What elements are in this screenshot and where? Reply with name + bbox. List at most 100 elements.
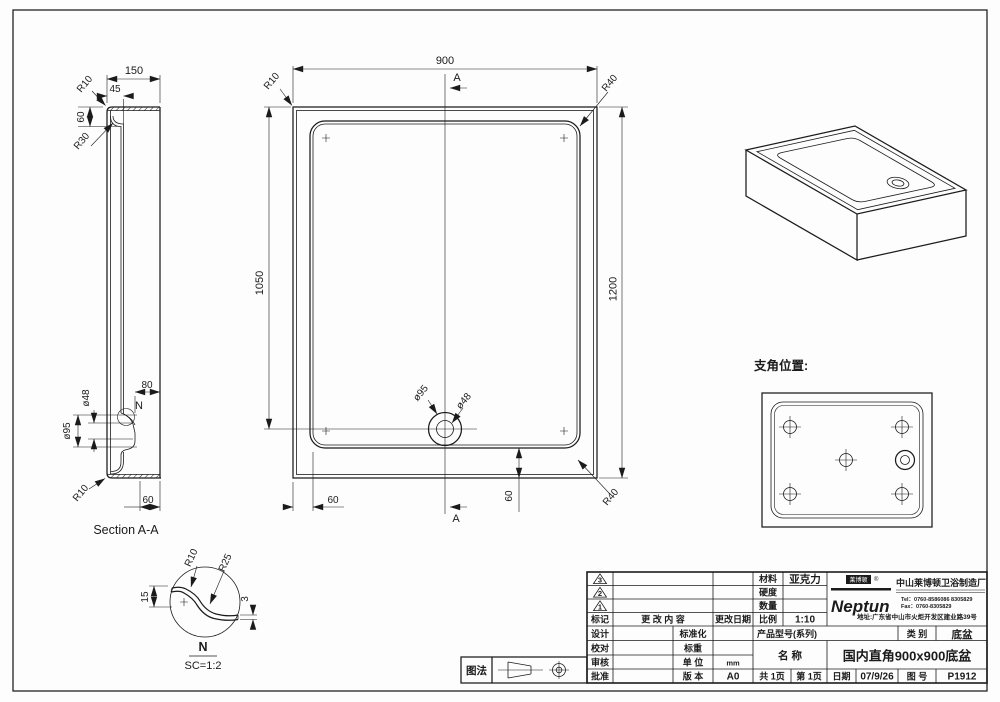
dim-r10-bottom: R10 [71, 483, 92, 504]
company-fax: Fax：0760-8305829 [901, 604, 951, 610]
detail-r25: R25 [217, 552, 235, 574]
support-basin-outer [770, 401, 924, 519]
category-value: 底盆 [952, 628, 973, 641]
company-name: 中山莱博顿卫浴制造厂 [896, 577, 986, 588]
section-floor-lower [110, 452, 124, 475]
section-a-top-label: A [453, 72, 461, 84]
iso-drain-inner [891, 179, 905, 187]
material-label: 材料 [758, 573, 777, 584]
dim-1050: 1050 [254, 271, 266, 295]
support-drain-outer [894, 449, 916, 471]
section-drain-recess2 [123, 413, 136, 426]
mark-label: 标记 [590, 614, 609, 625]
company-logo: Neptun [831, 597, 890, 616]
detail-dim-15: 15 [140, 591, 151, 603]
logo-reg-mark: ® [874, 576, 879, 583]
isometric-view [744, 125, 968, 262]
detail-label: N [198, 640, 207, 654]
version-label: 版 本 [682, 671, 705, 682]
approve-label: 批准 [591, 671, 609, 682]
weight-label: 标重 [683, 643, 702, 654]
scale-value: 1:10 [795, 615, 815, 626]
material-value: 亚克力 [789, 573, 821, 586]
detail-n-view: R10 R25 15 3 N SC=1:2 [140, 547, 257, 672]
drain-outer-circle [427, 411, 463, 447]
detail-curve-outer [171, 586, 239, 617]
projection-method-box: 图法 [460, 656, 588, 684]
standardization-label: 标准化 [678, 628, 706, 639]
support-position-view: 支角位置: [753, 358, 933, 528]
section-outer-profile [106, 106, 161, 479]
section-bottom-hatch [110, 474, 160, 478]
drawing-no-value: P1912 [948, 672, 977, 683]
support-drain-inner [900, 455, 910, 465]
section-view-label: Section A-A [93, 523, 159, 537]
change-date-label: 更改日期 [715, 614, 751, 625]
drawing-no-label: 图 号 [907, 672, 928, 682]
dim-r10-plan: R10 [262, 71, 283, 92]
company-tel: Tel：0760-8586086 8305829 [901, 597, 972, 603]
sheet-border [12, 9, 988, 692]
dim-60-right: 60 [504, 490, 515, 502]
title-block: 3 2 1 标记 更 改 内 容 更改日期 设计 校对 审核 批准 标准化 标重… [586, 571, 988, 684]
quantity-label: 数量 [759, 600, 777, 611]
change-content-label: 更 改 内 容 [641, 614, 685, 625]
plan-view: 900 A A 1050 1200 R10 R40 R40 60 60 [254, 55, 628, 525]
name-value: 国内直角900x900底盆 [843, 649, 973, 664]
proofread-label: 校对 [591, 643, 609, 654]
section-wall-outer [110, 115, 122, 413]
hardness-label: 硬度 [759, 587, 778, 598]
unit-label: 单 位 [683, 657, 704, 668]
logo-bar [831, 588, 891, 591]
support-feet-marks [779, 416, 913, 505]
detail-circle [169, 566, 241, 638]
detail-curve-inner [170, 590, 239, 621]
iso-side-faces [745, 150, 967, 262]
dim-80: 80 [141, 380, 153, 391]
version-value: A0 [727, 672, 740, 683]
unit-value: mm [726, 659, 740, 668]
corner-center-marks [322, 134, 568, 435]
dim-60-left: 60 [327, 495, 339, 506]
dim-dia48-plan: ø48 [454, 391, 474, 412]
iso-rim-inner [755, 129, 957, 211]
detail-dim-3: 3 [240, 596, 251, 602]
detail-n-circle-mark [117, 408, 135, 426]
dim-1200: 1200 [608, 277, 620, 301]
section-view: N 150 45 R10 60 R30 ø48 ø95 [62, 65, 161, 537]
first-angle-symbol [498, 661, 569, 679]
review-label: 审核 [591, 657, 609, 668]
detail-scale: SC=1:2 [185, 660, 222, 672]
dim-r40-top: R40 [600, 73, 621, 94]
logo-badge [846, 575, 871, 584]
iso-basin [777, 137, 935, 203]
rev-mark-1: 1 [598, 603, 602, 612]
design-label: 设计 [591, 628, 609, 639]
detail-r10: R10 [183, 547, 201, 569]
product-series-label: 产品型号(系列) [757, 628, 817, 639]
section-wall-inner [112, 115, 124, 414]
company-address: 地址:广东省中山市火炬开发区建业路39号 [857, 612, 977, 621]
dim-45: 45 [109, 84, 121, 95]
total-pages: 共 1页 [759, 671, 785, 682]
support-basin-inner [774, 405, 920, 515]
support-view-title: 支角位置: [753, 358, 808, 373]
rev-mark-2: 2 [598, 589, 602, 598]
dim-60-top: 60 [76, 111, 87, 123]
dim-150: 150 [125, 65, 143, 77]
section-drain-recess [110, 412, 136, 472]
dim-r40-bottom: R40 [601, 487, 622, 508]
projection-label: 图法 [466, 664, 487, 677]
dim-dia48-section: ø48 [81, 389, 92, 407]
section-a-bottom-label: A [452, 513, 460, 525]
detail-n-mark-label: N [135, 400, 143, 412]
detail-center-mark [180, 598, 188, 606]
logo-badge-text: 莱博顿 [849, 576, 867, 584]
rev-mark-3: 3 [598, 576, 602, 585]
date-label: 日期 [832, 671, 850, 682]
company-block: Neptun 莱博顿 ® 中山莱博顿卫浴制造厂 Tel：0760-8586086… [831, 575, 986, 621]
category-label: 类 别 [907, 628, 928, 639]
iso-drain-outer [886, 176, 910, 190]
